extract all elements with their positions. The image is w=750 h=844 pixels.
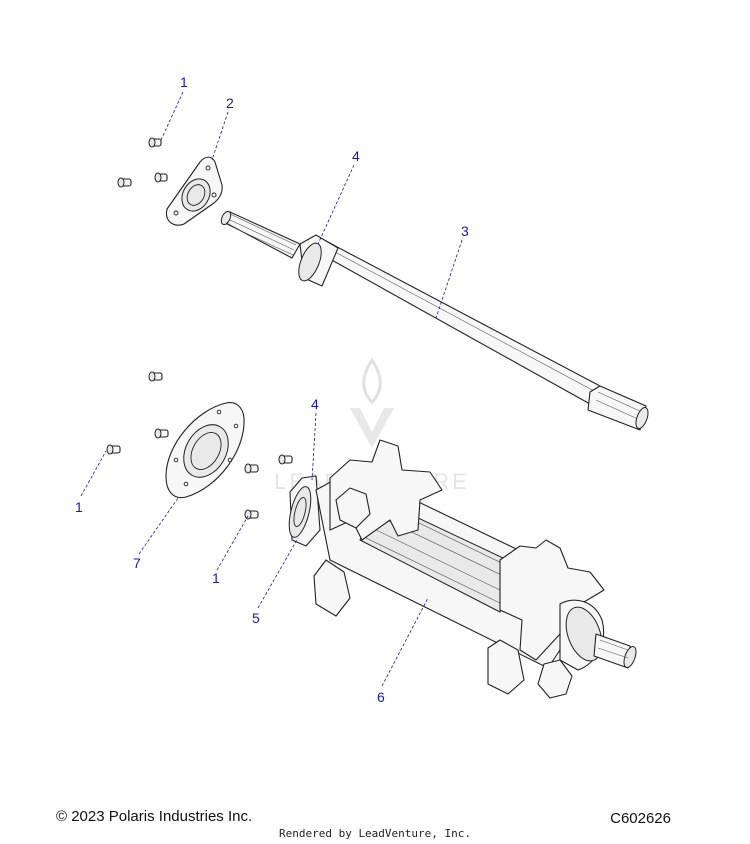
- callouts: 1 2 4 3 4 1 7 1 5 6: [75, 74, 469, 705]
- shaft-collar-top: [298, 234, 339, 287]
- watermark-v-icon: [350, 408, 394, 448]
- leader-1-mid: [216, 515, 249, 571]
- callout-3: 3: [461, 223, 469, 239]
- callout-6: 6: [377, 689, 385, 705]
- leader-lines: [80, 91, 463, 687]
- gasket-plate: [165, 402, 245, 499]
- bolt-lower-5: [278, 454, 293, 465]
- leader-1-left: [80, 450, 107, 497]
- driveshaft: [220, 210, 649, 431]
- leader-6: [381, 597, 429, 687]
- track-drive-assembly: [313, 439, 637, 699]
- bolt-lower-2: [154, 428, 169, 439]
- callout-7: 7: [133, 555, 141, 571]
- callout-4-mid: 4: [311, 396, 319, 412]
- watermark-flame-icon: [362, 357, 382, 405]
- leader-1-top: [160, 91, 184, 141]
- callout-4-top: 4: [352, 148, 360, 164]
- callout-5: 5: [252, 610, 260, 626]
- leader-2: [211, 111, 229, 161]
- leader-5: [257, 537, 299, 609]
- bolt-lower-3: [106, 444, 121, 455]
- callout-2: 2: [226, 95, 234, 111]
- bolt-lower-1: [148, 371, 163, 382]
- leader-7: [138, 497, 179, 555]
- copyright-text: © 2023 Polaris Industries Inc.: [56, 808, 253, 825]
- leader-4-mid: [311, 412, 317, 481]
- bolt-top-2: [117, 177, 132, 188]
- bolt-top-3: [154, 172, 168, 183]
- diagram-code: C602626: [610, 810, 671, 827]
- rendered-by-text: Rendered by LeadVenture, Inc.: [278, 827, 472, 840]
- bearing-flange-plate: [165, 156, 223, 226]
- bolt-lower-6: [244, 509, 259, 520]
- callout-1-mid: 1: [212, 570, 220, 586]
- leader-4-top: [317, 164, 355, 245]
- leader-3: [435, 239, 463, 319]
- bearing: [288, 475, 321, 547]
- callout-1-left: 1: [75, 499, 83, 515]
- bolt-top-1: [148, 137, 162, 148]
- callout-1-top: 1: [180, 74, 188, 90]
- bolt-lower-4: [244, 463, 259, 474]
